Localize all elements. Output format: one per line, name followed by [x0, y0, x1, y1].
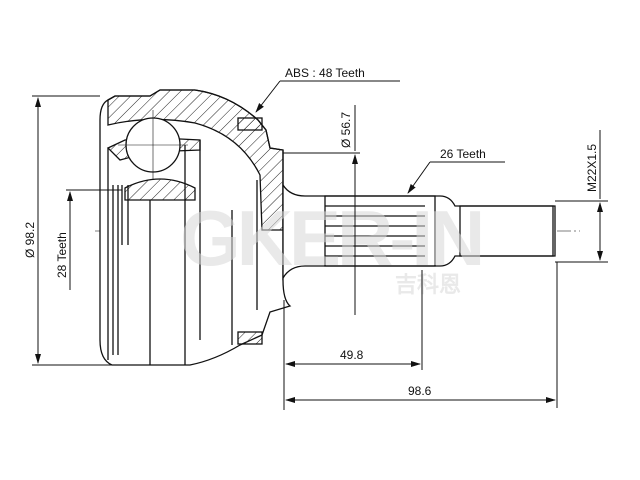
dim-lengths: [283, 262, 558, 410]
label-outer-diameter: Ø 98.2: [23, 222, 37, 258]
label-abs-teeth: ABS : 48 Teeth: [285, 66, 365, 80]
watermark-latin: GKER-IN: [180, 194, 481, 282]
dim-thread: [555, 130, 608, 263]
spline-shaft: [282, 182, 556, 281]
label-total-length: 98.6: [408, 384, 432, 398]
abs-leader: [255, 80, 400, 113]
bell-housing: [99, 89, 292, 366]
dim-outer-diameter: [32, 95, 112, 366]
spline-leader: [407, 161, 505, 194]
label-shaft-diameter: Ø 56.7: [339, 112, 353, 148]
dim-shaft-diameter: [283, 105, 360, 315]
label-inner-teeth: 28 Teeth: [55, 232, 69, 278]
label-spline-teeth: 26 Teeth: [440, 147, 486, 161]
label-thread: M22X1.5: [585, 144, 599, 192]
label-spline-length: 49.8: [340, 348, 364, 362]
dim-inner-teeth: [66, 189, 122, 290]
watermark-chinese: 吉科恩: [395, 272, 461, 297]
